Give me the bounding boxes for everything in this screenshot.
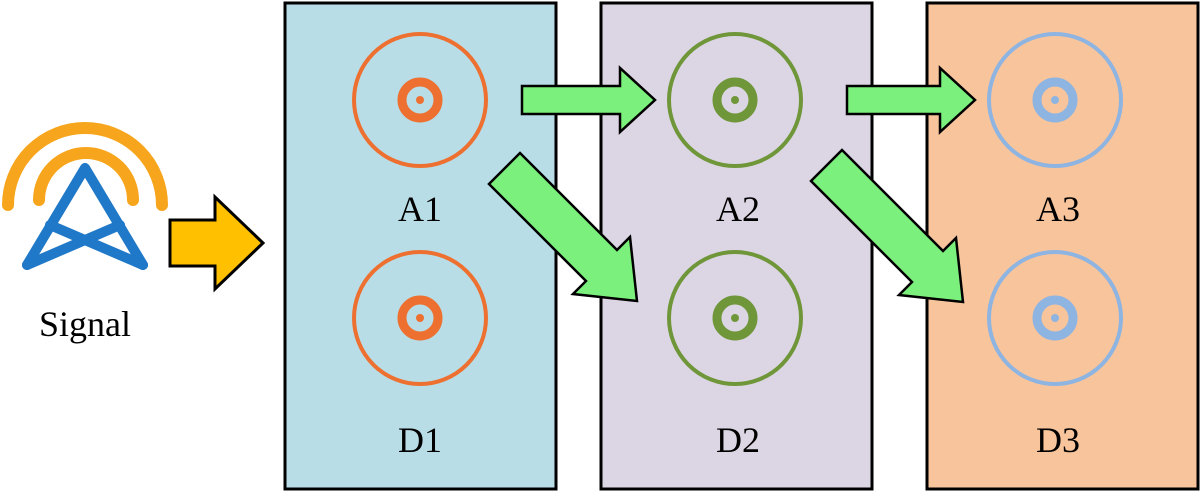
flow-arrow-A2-to-D3: [809, 148, 965, 304]
stage-2-panel: [599, 1, 874, 491]
stage-3-panel: [925, 1, 1200, 491]
target-inner-ring: [1032, 77, 1078, 123]
antenna-tower-icon: [2, 122, 168, 270]
target-center-dot: [1051, 314, 1059, 322]
flow-arrow-A2-to-A3: [845, 65, 977, 135]
target-inner-ring: [712, 295, 758, 341]
target-outer-ring: [987, 250, 1123, 386]
signal-wave-inner: [33, 147, 139, 206]
target-outer-ring: [667, 32, 803, 168]
target-center-dot: [1051, 96, 1059, 104]
flow-arrow-A1-to-D2: [487, 151, 639, 303]
tower-icon: [22, 163, 148, 270]
flow-arrow-A1-to-A2: [520, 65, 657, 135]
label-A3: A3: [1036, 189, 1080, 229]
target-outer-ring: [352, 32, 488, 168]
target-center-dot: [731, 96, 739, 104]
target-A3: [987, 32, 1123, 168]
target-D1: [352, 250, 488, 386]
stage-2: A2 D2: [599, 1, 874, 491]
target-A1: [352, 32, 488, 168]
label-D1: D1: [398, 420, 442, 460]
target-inner-ring: [397, 295, 443, 341]
target-outer-ring: [352, 250, 488, 386]
label-D2: D2: [716, 420, 760, 460]
target-center-dot: [731, 314, 739, 322]
target-D3: [987, 250, 1123, 386]
signal-wave-outer: [2, 122, 168, 211]
target-inner-ring: [1032, 295, 1078, 341]
input-arrow: [168, 193, 266, 293]
target-A2: [667, 32, 803, 168]
target-inner-ring: [712, 77, 758, 123]
target-outer-ring: [667, 250, 803, 386]
target-inner-ring: [397, 77, 443, 123]
label-A2: A2: [716, 189, 760, 229]
stage-1: A1 D1: [283, 1, 558, 491]
label-A1: A1: [398, 189, 442, 229]
target-D2: [667, 250, 803, 386]
stage-3: A3 D3: [925, 1, 1200, 491]
label-D3: D3: [1036, 420, 1080, 460]
stage-1-panel: [283, 1, 558, 491]
signal-label: Signal: [39, 304, 131, 344]
target-center-dot: [416, 96, 424, 104]
target-center-dot: [416, 314, 424, 322]
target-outer-ring: [987, 32, 1123, 168]
